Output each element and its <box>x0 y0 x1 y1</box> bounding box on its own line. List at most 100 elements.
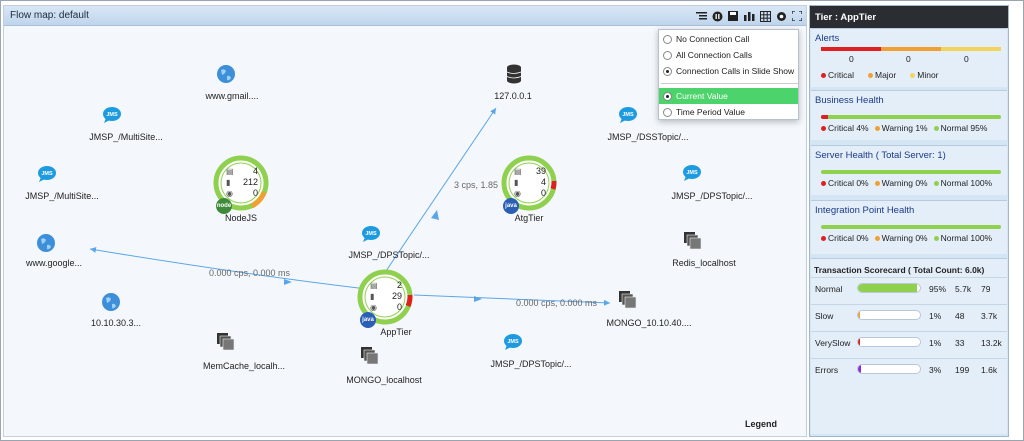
tier-label-apptier[interactable]: AppTier <box>380 327 412 337</box>
pause-icon[interactable] <box>710 9 724 23</box>
edge-label-mongo: 0.000 cps, 0.000 ms <box>516 298 598 308</box>
gear-icon[interactable] <box>774 9 788 23</box>
node-label-gmail[interactable]: www.gmail.... <box>205 91 259 101</box>
tier-stats: ▤4 ▮212 ◉0 <box>226 166 258 198</box>
normal-dot <box>933 126 939 132</box>
globe-icon[interactable] <box>101 292 121 314</box>
section-title: Server Health ( Total Server: 1) <box>815 150 946 161</box>
alert-bar-minor <box>941 47 1001 51</box>
tier-node-apptier[interactable]: ▤2 ▮29 ◉0 java <box>356 268 414 328</box>
tier-details-panel: Tier : AppTier Alerts 0 0 0 Critical Maj… <box>809 5 1009 437</box>
globe-icon[interactable] <box>216 64 236 86</box>
grid-icon[interactable] <box>758 9 772 23</box>
node-label-memcache[interactable]: MemCache_localh... <box>202 361 286 371</box>
node-label-dpstopic-1[interactable]: JMSP_/DPSTopic/... <box>348 250 430 260</box>
bar-chart-icon: ▮ <box>226 178 231 187</box>
critical-dot <box>821 236 826 242</box>
option-all-connection-calls[interactable]: All Connection Calls <box>659 47 798 63</box>
nodejs-badge-icon: node <box>216 198 232 214</box>
business-health-legend: Critical 4% Warning 1% Normal 95% <box>821 123 987 133</box>
scorecard-row-slow[interactable]: Slow 1% 48 3.7k <box>811 304 1007 328</box>
node-label-google[interactable]: www.google... <box>25 258 83 268</box>
svg-text:JMS: JMS <box>41 171 53 177</box>
cache-icon[interactable] <box>619 291 637 311</box>
svg-text:JMS: JMS <box>622 112 634 118</box>
option-connection-calls-slideshow[interactable]: Connection Calls in Slide Show <box>659 63 798 79</box>
node-label-dpstopic-3[interactable]: JMSP_/DPSTopic/... <box>490 359 572 369</box>
cache-icon[interactable] <box>684 232 702 252</box>
cache-icon[interactable] <box>217 333 235 353</box>
warning-dot <box>874 181 880 187</box>
node-label-mongo-remote[interactable]: MONGO_10.10.40.... <box>606 318 692 328</box>
critical-dot <box>821 126 826 132</box>
list-view-icon[interactable] <box>694 9 708 23</box>
alert-count-minor: 0 <box>964 54 969 64</box>
edge-label-google: 0.000 cps, 0.000 ms <box>209 268 291 278</box>
tier-stats: ▤2 ▮29 ◉0 <box>370 280 402 312</box>
node-label-redis[interactable]: Redis_localhost <box>672 258 736 268</box>
edge-apptier-mongo[interactable] <box>413 294 611 306</box>
major-dot <box>867 73 873 79</box>
node-label-mongo-local[interactable]: MONGO_localhost <box>346 375 422 385</box>
business-health-bar <box>821 115 1001 119</box>
scorecard-bar <box>857 310 921 320</box>
option-time-period-value[interactable]: Time Period Value <box>659 104 798 120</box>
warning-dot <box>874 126 880 132</box>
node-label-db[interactable]: 127.0.0.1 <box>494 91 532 101</box>
calls-icon: ▤ <box>226 167 234 176</box>
calls-icon: ▤ <box>514 167 522 176</box>
radio-time-period[interactable] <box>663 107 672 117</box>
save-icon[interactable] <box>726 9 740 23</box>
globe-icon[interactable] <box>36 233 56 255</box>
edge-label-db: 3 cps, 1.85 <box>454 180 499 190</box>
radio-no-connection[interactable] <box>663 34 672 44</box>
tier-health-ring <box>213 155 269 211</box>
edge-arrow-mid <box>431 210 439 220</box>
fullscreen-icon[interactable] <box>790 9 804 23</box>
bar-chart-icon: ▮ <box>514 178 519 187</box>
node-label-multisite-2[interactable]: JMSP_/MultiSite... <box>25 191 99 201</box>
jms-icon[interactable]: JMS <box>361 226 381 244</box>
alert-count-critical: 0 <box>849 54 854 64</box>
jms-icon[interactable]: JMS <box>37 166 57 184</box>
option-current-value[interactable]: Current Value <box>659 88 798 104</box>
flow-map-panel[interactable]: Flow map: default www.gmail.... www.goog… <box>3 5 807 437</box>
map-toolbar <box>694 9 804 23</box>
scorecard-row-veryslow[interactable]: VerySlow 1% 33 13.2k <box>811 331 1007 355</box>
jms-icon[interactable]: JMS <box>618 107 638 125</box>
radio-all-connection[interactable] <box>663 50 672 60</box>
svg-text:JMS: JMS <box>507 339 519 345</box>
option-no-connection-call[interactable]: No Connection Call <box>659 31 798 47</box>
tier-node-atg[interactable]: ▤39 ▮4 ◉0 java <box>500 154 558 214</box>
integration-health-section: Integration Point Health Critical 0% War… <box>811 200 1007 254</box>
jms-icon[interactable]: JMS <box>102 107 122 125</box>
node-label-ip[interactable]: 10.10.30.3... <box>90 318 142 328</box>
edge-apptier-google[interactable] <box>89 247 385 292</box>
scorecard-row-errors[interactable]: Errors 3% 199 1.6k <box>811 358 1007 382</box>
tier-health-ring <box>501 155 557 211</box>
scorecard-row-normal[interactable]: Normal 95% 5.7k 79 <box>811 277 1007 301</box>
node-label-multisite-1[interactable]: JMSP_/MultiSite... <box>89 132 163 142</box>
legend-button[interactable]: Legend <box>745 419 778 429</box>
alert-bar-major <box>881 47 941 51</box>
cache-icon[interactable] <box>361 347 379 367</box>
tier-node-nodejs[interactable]: ▤4 ▮212 ◉0 node <box>212 154 270 214</box>
health-critical-fill <box>821 115 829 119</box>
map-title: Flow map: default <box>10 10 89 21</box>
node-label-dpstopic-2[interactable]: JMSP_/DPSTopic/... <box>671 191 753 201</box>
edge-apptier-db[interactable] <box>385 107 497 272</box>
tier-label-atg[interactable]: AtgTier <box>514 213 544 223</box>
database-icon[interactable] <box>506 64 522 86</box>
jms-icon[interactable]: JMS <box>682 165 702 183</box>
radio-slideshow[interactable] <box>663 66 672 76</box>
bar-chart-icon[interactable] <box>742 9 756 23</box>
radio-current-value[interactable] <box>663 91 672 101</box>
svg-text:JMS: JMS <box>365 231 377 237</box>
svg-text:JMS: JMS <box>686 170 698 176</box>
alerts-section: Alerts 0 0 0 Critical Major Minor <box>811 28 1007 87</box>
jms-icon[interactable]: JMS <box>503 334 523 352</box>
map-header: Flow map: default <box>4 6 806 26</box>
tier-label-nodejs[interactable]: NodeJS <box>224 213 258 223</box>
node-label-dsstopic[interactable]: JMSP_/DSSTopic/... <box>607 132 689 142</box>
